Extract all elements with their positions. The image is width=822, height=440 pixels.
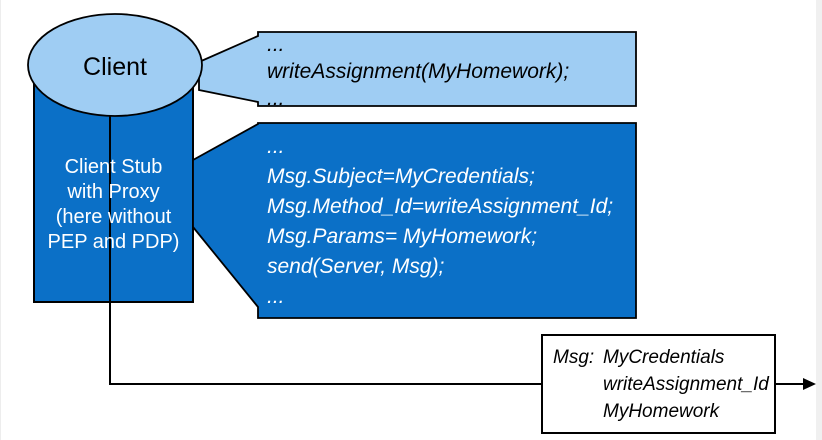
message-box-label: Msg:	[553, 347, 595, 368]
code-line: ...	[267, 285, 285, 308]
stub-code-callout-shape	[192, 122, 637, 319]
page-edge-left	[0, 0, 1, 440]
code-line: Msg.Params= MyHomework;	[267, 225, 538, 248]
code-line: ...	[267, 33, 285, 56]
code-line: ...	[267, 87, 285, 110]
client-code-callout-text: ... writeAssignment(MyHomework); ...	[267, 31, 569, 112]
code-line: Msg.Method_Id=writeAssignment_Id;	[267, 195, 614, 218]
connector-line	[109, 70, 542, 385]
message-box-rect	[541, 334, 776, 434]
client-node-label: Client	[83, 52, 147, 81]
client-stub-label-line: (here without	[55, 206, 172, 228]
arrowhead-icon	[803, 378, 816, 390]
client-ellipse	[27, 13, 203, 117]
client-code-callout-shape	[198, 31, 637, 107]
message-box-values: MyCredentials writeAssignment_Id MyHomew…	[603, 344, 769, 425]
client-stub-label-line: PEP and PDP)	[47, 231, 180, 253]
message-value: MyCredentials	[603, 347, 725, 368]
message-value: writeAssignment_Id	[603, 374, 769, 395]
message-value: MyHomework	[603, 401, 720, 422]
client-stub-label-line: with Proxy	[67, 181, 160, 203]
code-line: writeAssignment(MyHomework);	[267, 60, 570, 83]
client-stub-label: Client Stub with Proxy (here without PEP…	[34, 155, 193, 255]
client-stub-label-line: Client Stub	[64, 156, 163, 178]
page-edge-right	[816, 0, 822, 440]
code-line: send(Server, Msg);	[267, 255, 445, 278]
code-line: ...	[267, 135, 285, 158]
code-line: Msg.Subject=MyCredentials;	[267, 165, 535, 188]
stub-code-callout-text: ... Msg.Subject=MyCredentials; Msg.Metho…	[267, 132, 613, 312]
